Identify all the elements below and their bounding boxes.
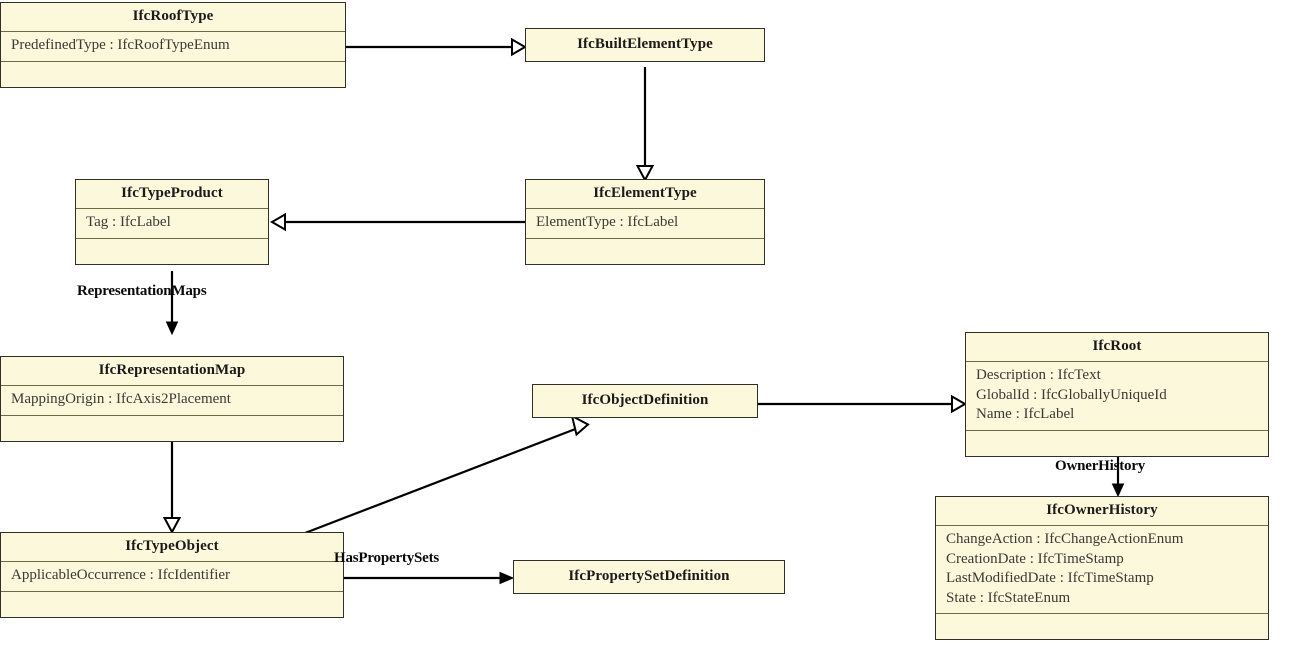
class-operations-empty (936, 614, 1268, 639)
class-title: IfcOwnerHistory (1046, 502, 1158, 518)
class-attributes: ApplicableOccurrence : IfcIdentifier (1, 562, 343, 591)
class-box-ifcrooftype[interactable]: IfcRoofType PredefinedType : IfcRoofType… (0, 2, 346, 88)
attribute-row: ChangeAction : IfcChangeActionEnum (946, 531, 1184, 548)
class-title: IfcTypeObject (125, 538, 219, 554)
class-box-ifcrepresentationmap[interactable]: IfcRepresentationMap MappingOrigin : Ifc… (0, 356, 344, 442)
attribute-row: Tag : IfcLabel (86, 214, 171, 231)
class-title: IfcObjectDefinition (581, 392, 709, 408)
attribute-row: PredefinedType : IfcRoofTypeEnum (11, 37, 230, 54)
class-operations-empty (1, 592, 343, 617)
edge-label-owner-history: OwnerHistory (1055, 458, 1146, 474)
edge-representationmap-to-typeobject (162, 439, 182, 535)
attribute-row: CreationDate : IfcTimeStamp (946, 550, 1124, 567)
edge-typeobject-to-propertysetdefinition (344, 571, 515, 585)
class-attributes: ElementType : IfcLabel (526, 209, 764, 238)
class-operations-empty (1, 416, 343, 441)
class-box-ifcobjectdefinition[interactable]: IfcObjectDefinition (532, 384, 758, 419)
compartment-divider (1, 590, 343, 592)
class-operations-empty (526, 239, 764, 264)
attribute-row: State : IfcStateEnum (946, 589, 1071, 606)
class-box-ifcelementtype[interactable]: IfcElementType ElementType : IfcLabel (525, 179, 765, 265)
edge-typeobject-to-objectdefinition (304, 414, 590, 535)
compartment-divider (966, 361, 1268, 363)
class-box-ifcownerhistory[interactable]: IfcOwnerHistory ChangeAction : IfcChange… (935, 496, 1269, 641)
attribute-row: LastModifiedDate : IfcTimeStamp (946, 570, 1154, 587)
compartment-divider (1, 60, 345, 62)
edge-elementtype-to-typeproduct (269, 212, 525, 232)
class-title: IfcRoot (1092, 338, 1142, 354)
class-box-ifctypeobject[interactable]: IfcTypeObject ApplicableOccurrence : Ifc… (0, 532, 344, 618)
attribute-row: GlobalId : IfcGloballyUniqueId (976, 386, 1167, 403)
compartment-divider (1, 561, 343, 563)
compartment-divider (526, 208, 764, 210)
compartment-divider (936, 613, 1268, 615)
class-title: IfcBuiltElementType (577, 36, 713, 52)
class-operations-empty (966, 431, 1268, 456)
edge-objectdefinition-to-root (758, 394, 968, 414)
class-operations-empty (76, 239, 268, 264)
class-attributes: ChangeAction : IfcChangeActionEnum Creat… (936, 526, 1268, 613)
compartment-divider (1, 385, 343, 387)
class-box-ifcroot[interactable]: IfcRoot Description : IfcText GlobalId :… (965, 332, 1269, 457)
compartment-divider (76, 208, 268, 210)
edge-builtelement-to-elementtype (635, 67, 655, 183)
class-title: IfcElementType (593, 185, 697, 201)
class-title: IfcPropertySetDefinition (568, 568, 730, 584)
compartment-divider (966, 429, 1268, 431)
attribute-row: ApplicableOccurrence : IfcIdentifier (11, 567, 231, 584)
compartment-divider (936, 525, 1268, 527)
edge-typeproduct-to-representationmap (165, 271, 179, 336)
class-box-ifcpropertysetdefinition[interactable]: IfcPropertySetDefinition (513, 560, 785, 595)
class-operations-empty (1, 62, 345, 87)
compartment-divider (1, 31, 345, 33)
edge-roof-to-builtelement (346, 37, 528, 57)
class-box-ifctypeproduct[interactable]: IfcTypeProduct Tag : IfcLabel (75, 179, 269, 265)
compartment-divider (1, 414, 343, 416)
edge-label-has-property-sets: HasPropertySets (334, 550, 440, 566)
class-attributes: PredefinedType : IfcRoofTypeEnum (1, 32, 345, 61)
compartment-divider (76, 237, 268, 239)
compartment-divider (526, 237, 764, 239)
edge-label-representation-maps: RepresentationMaps (77, 283, 207, 299)
class-title: IfcRepresentationMap (98, 362, 246, 378)
attribute-row: Name : IfcLabel (976, 406, 1075, 423)
attribute-row: Description : IfcText (976, 367, 1101, 384)
class-attributes: Tag : IfcLabel (76, 209, 268, 238)
attribute-row: MappingOrigin : IfcAxis2Placement (11, 391, 231, 408)
class-attributes: Description : IfcText GlobalId : IfcGlob… (966, 362, 1268, 430)
class-title: IfcRoofType (132, 8, 214, 24)
class-title: IfcTypeProduct (121, 185, 223, 201)
edge-root-to-ownerhistory (1111, 455, 1125, 498)
attribute-row: ElementType : IfcLabel (536, 214, 679, 231)
class-box-ifcbuiltelementtype[interactable]: IfcBuiltElementType (525, 28, 765, 63)
class-attributes: MappingOrigin : IfcAxis2Placement (1, 386, 343, 415)
